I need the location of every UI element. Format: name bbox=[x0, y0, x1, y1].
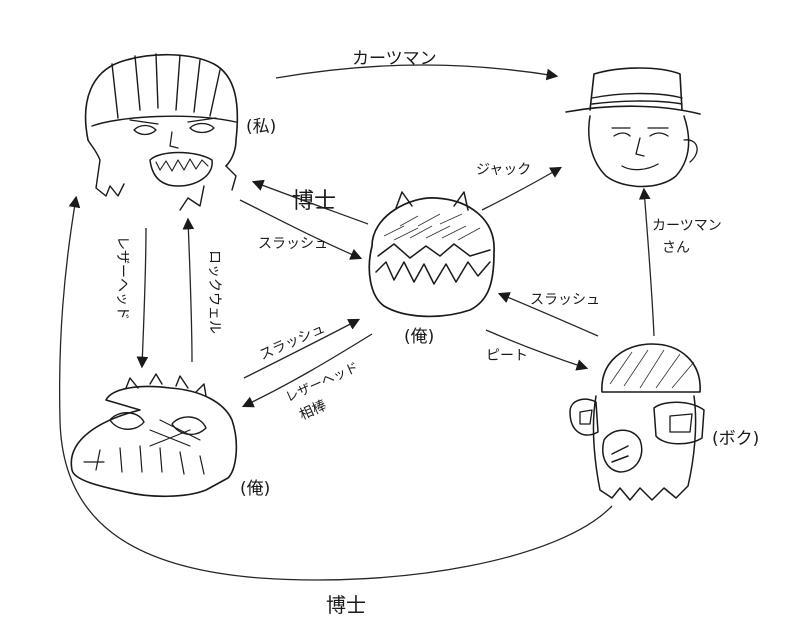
edge-9-line bbox=[497, 292, 599, 337]
visor-helmet-man-icon bbox=[84, 53, 239, 211]
edge-4-label-line2: さん bbox=[662, 240, 690, 256]
edge-4-line bbox=[638, 187, 655, 337]
label-center: (俺) bbox=[404, 327, 434, 347]
edge-1-line bbox=[251, 179, 369, 225]
spiky-blob-monster-icon bbox=[368, 191, 495, 318]
edge-2-label: スラッシュ bbox=[258, 236, 328, 252]
edge-8-label-line2: 相棒 bbox=[297, 398, 329, 424]
edge-11-label: 博士 bbox=[326, 593, 366, 617]
edge-11-line bbox=[58, 195, 613, 581]
edge-0-line bbox=[275, 64, 559, 81]
label-top-left: (私) bbox=[246, 117, 276, 137]
edge-3-label: ジャック bbox=[476, 162, 531, 178]
edge-1-label: 博士 bbox=[292, 189, 336, 214]
edge-0-label: カーツマン bbox=[352, 49, 437, 69]
label-bottom-right: (ボク) bbox=[712, 429, 759, 449]
edge-2-line bbox=[239, 199, 363, 260]
edge-5-line bbox=[136, 227, 149, 369]
edge-6-label: ロックウェル bbox=[206, 250, 222, 334]
edge-4-label-line1: カーツマン bbox=[652, 218, 722, 234]
edge-10-label: ピート bbox=[486, 348, 528, 364]
edge-7-line bbox=[243, 318, 361, 379]
edge-10-line bbox=[485, 329, 589, 371]
edge-7-label: スラッシュ bbox=[257, 321, 327, 364]
edge-5-label: レザーヘッド bbox=[114, 236, 130, 320]
crocodile-head-icon bbox=[70, 373, 238, 498]
edge-8-line bbox=[241, 333, 373, 408]
edge-6-line bbox=[182, 217, 195, 363]
label-bottom-left: (俺) bbox=[240, 479, 270, 499]
edge-9-label: スラッシュ bbox=[530, 292, 600, 308]
edge-3-line bbox=[481, 166, 563, 211]
fedora-man-icon bbox=[565, 67, 701, 188]
helmet-ghost-icon bbox=[569, 343, 705, 501]
